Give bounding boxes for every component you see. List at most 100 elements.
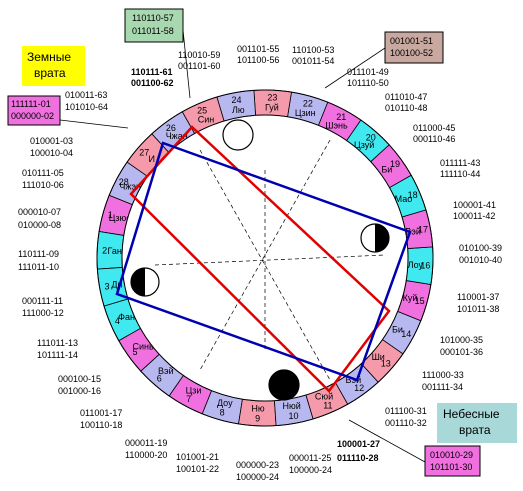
mansion-number: 1 xyxy=(108,210,113,220)
box-code: 011011-58 xyxy=(132,26,174,36)
mansion-name: Шэнь xyxy=(325,121,348,131)
code-label: 110100-53 xyxy=(292,45,334,55)
code-label: 100101-22 xyxy=(176,464,219,474)
code-label: 011001-17 xyxy=(80,408,122,418)
blue-rectangle xyxy=(115,141,412,382)
code-label: 000101-36 xyxy=(440,347,483,357)
code-label: 101000-35 xyxy=(440,335,483,345)
mansion-number: 2 xyxy=(102,246,107,256)
box-top-right: 001001-51 100100-52 xyxy=(384,31,444,64)
code-label: 110111-09 xyxy=(18,249,59,259)
code-label: 010001-03 xyxy=(30,136,73,146)
box-code: 010010-29 xyxy=(430,450,473,460)
code-label: 011101-49 xyxy=(347,67,389,77)
code-label: 000100-15 xyxy=(58,374,101,384)
mansion-number: 27 xyxy=(139,147,149,157)
box-top-green: 110110-57 011011-58 xyxy=(124,8,184,43)
code-label: 111110-44 xyxy=(440,169,480,179)
mansion-number: 19 xyxy=(390,159,400,169)
code-label: 010111-05 xyxy=(22,168,64,178)
box-code: 101101-30 xyxy=(430,462,472,472)
code-label: 111010-06 xyxy=(22,180,64,190)
box-code: 110110-57 xyxy=(132,13,174,23)
half-fill xyxy=(131,268,145,296)
hexagram-code-labels: 110111-61 001100-62 110010-59 001101-60 … xyxy=(18,44,502,482)
white-circle-marker xyxy=(222,119,254,151)
mansion-name: И xyxy=(149,154,155,164)
heaven-gate-label: врата xyxy=(459,423,491,437)
mansion-number: 15 xyxy=(415,296,425,306)
mansion-name: Лю xyxy=(232,105,245,115)
code-label: 111011-13 xyxy=(37,338,78,348)
code-label: 011000-45 xyxy=(413,123,455,133)
code-label: 100001-41 xyxy=(453,200,496,210)
code-label: 001011-54 xyxy=(292,56,334,66)
earth-gate-label: врата xyxy=(34,66,66,80)
mansion-number: 18 xyxy=(408,190,418,200)
code-label: 001101-60 xyxy=(178,61,220,71)
mansion-name: Ган xyxy=(107,246,121,256)
code-label: 110111-61 xyxy=(131,67,173,77)
mansion-name: Чжэнь xyxy=(119,182,146,192)
code-label: 100000-24 xyxy=(289,465,332,475)
code-label: 101100-56 xyxy=(237,55,279,65)
code-label: 011010-47 xyxy=(385,92,427,102)
code-label: 001010-40 xyxy=(459,255,502,265)
black-circle-marker xyxy=(268,369,300,401)
code-label: 111000-12 xyxy=(22,308,64,318)
mansion-number: 20 xyxy=(366,132,376,142)
mansion-number: 5 xyxy=(133,347,138,357)
mansion-number: 16 xyxy=(420,260,430,270)
code-label: 010100-39 xyxy=(459,243,502,253)
mansion-number: 8 xyxy=(220,408,225,418)
mansion-name: Би xyxy=(381,165,392,175)
mansion-number: 23 xyxy=(267,93,277,103)
code-label: 111011-10 xyxy=(18,262,59,272)
box-code: 001001-51 xyxy=(390,36,433,46)
mansion-number: 11 xyxy=(323,401,332,411)
code-label: 001111-34 xyxy=(422,382,463,392)
mansion-number: 3 xyxy=(105,281,110,291)
mansion-name: Син xyxy=(198,115,215,125)
box-code: 000000-02 xyxy=(11,111,54,121)
code-label: 101110-50 xyxy=(347,78,389,88)
code-label: 101001-21 xyxy=(176,452,219,462)
mansion-number: 25 xyxy=(197,105,207,115)
red-rectangle xyxy=(129,125,391,393)
mansion-number: 22 xyxy=(303,98,313,108)
code-label: 110001-37 xyxy=(457,292,499,302)
mansion-number: 9 xyxy=(255,413,260,423)
mansion-name: Синь xyxy=(133,341,154,351)
code-label: 101010-64 xyxy=(65,102,108,112)
code-label: 010000-08 xyxy=(18,220,61,230)
code-label: 100011-42 xyxy=(453,211,495,221)
mansion-name: Цзи xyxy=(186,385,202,395)
code-label: 010110-48 xyxy=(385,103,427,113)
mansion-name: Нюй xyxy=(283,401,301,411)
mansion-name: Вэй xyxy=(405,226,421,236)
code-label: 010011-63 xyxy=(65,90,107,100)
mansion-number: 28 xyxy=(119,177,129,187)
code-label: 001000-16 xyxy=(58,386,101,396)
mansion-name: Би xyxy=(392,324,403,334)
mansion-name: Ню xyxy=(251,403,264,413)
code-label: 001101-55 xyxy=(237,44,279,54)
mansion-name: Сюй xyxy=(315,391,333,401)
code-label: 000111-11 xyxy=(22,296,63,306)
mansion-number: 12 xyxy=(354,383,364,393)
mansion-number: 26 xyxy=(166,123,176,133)
code-label: 000010-07 xyxy=(18,207,61,217)
code-label: 111000-33 xyxy=(422,370,464,380)
code-label: 100001-27 xyxy=(337,439,380,449)
code-label: 011111-43 xyxy=(440,158,480,168)
code-label: 001110-32 xyxy=(385,418,427,428)
code-label: 000011-19 xyxy=(125,438,167,448)
mansion-name: Цзюе xyxy=(109,213,132,223)
box-code: 111111-01 xyxy=(11,99,51,109)
box-left-magenta: 111111-01 000000-02 xyxy=(7,95,61,126)
code-label: 011110-28 xyxy=(337,453,379,463)
mansion-number: 24 xyxy=(232,95,242,105)
mansion-name: Цзин xyxy=(295,108,316,118)
code-label: 101011-38 xyxy=(457,304,499,314)
